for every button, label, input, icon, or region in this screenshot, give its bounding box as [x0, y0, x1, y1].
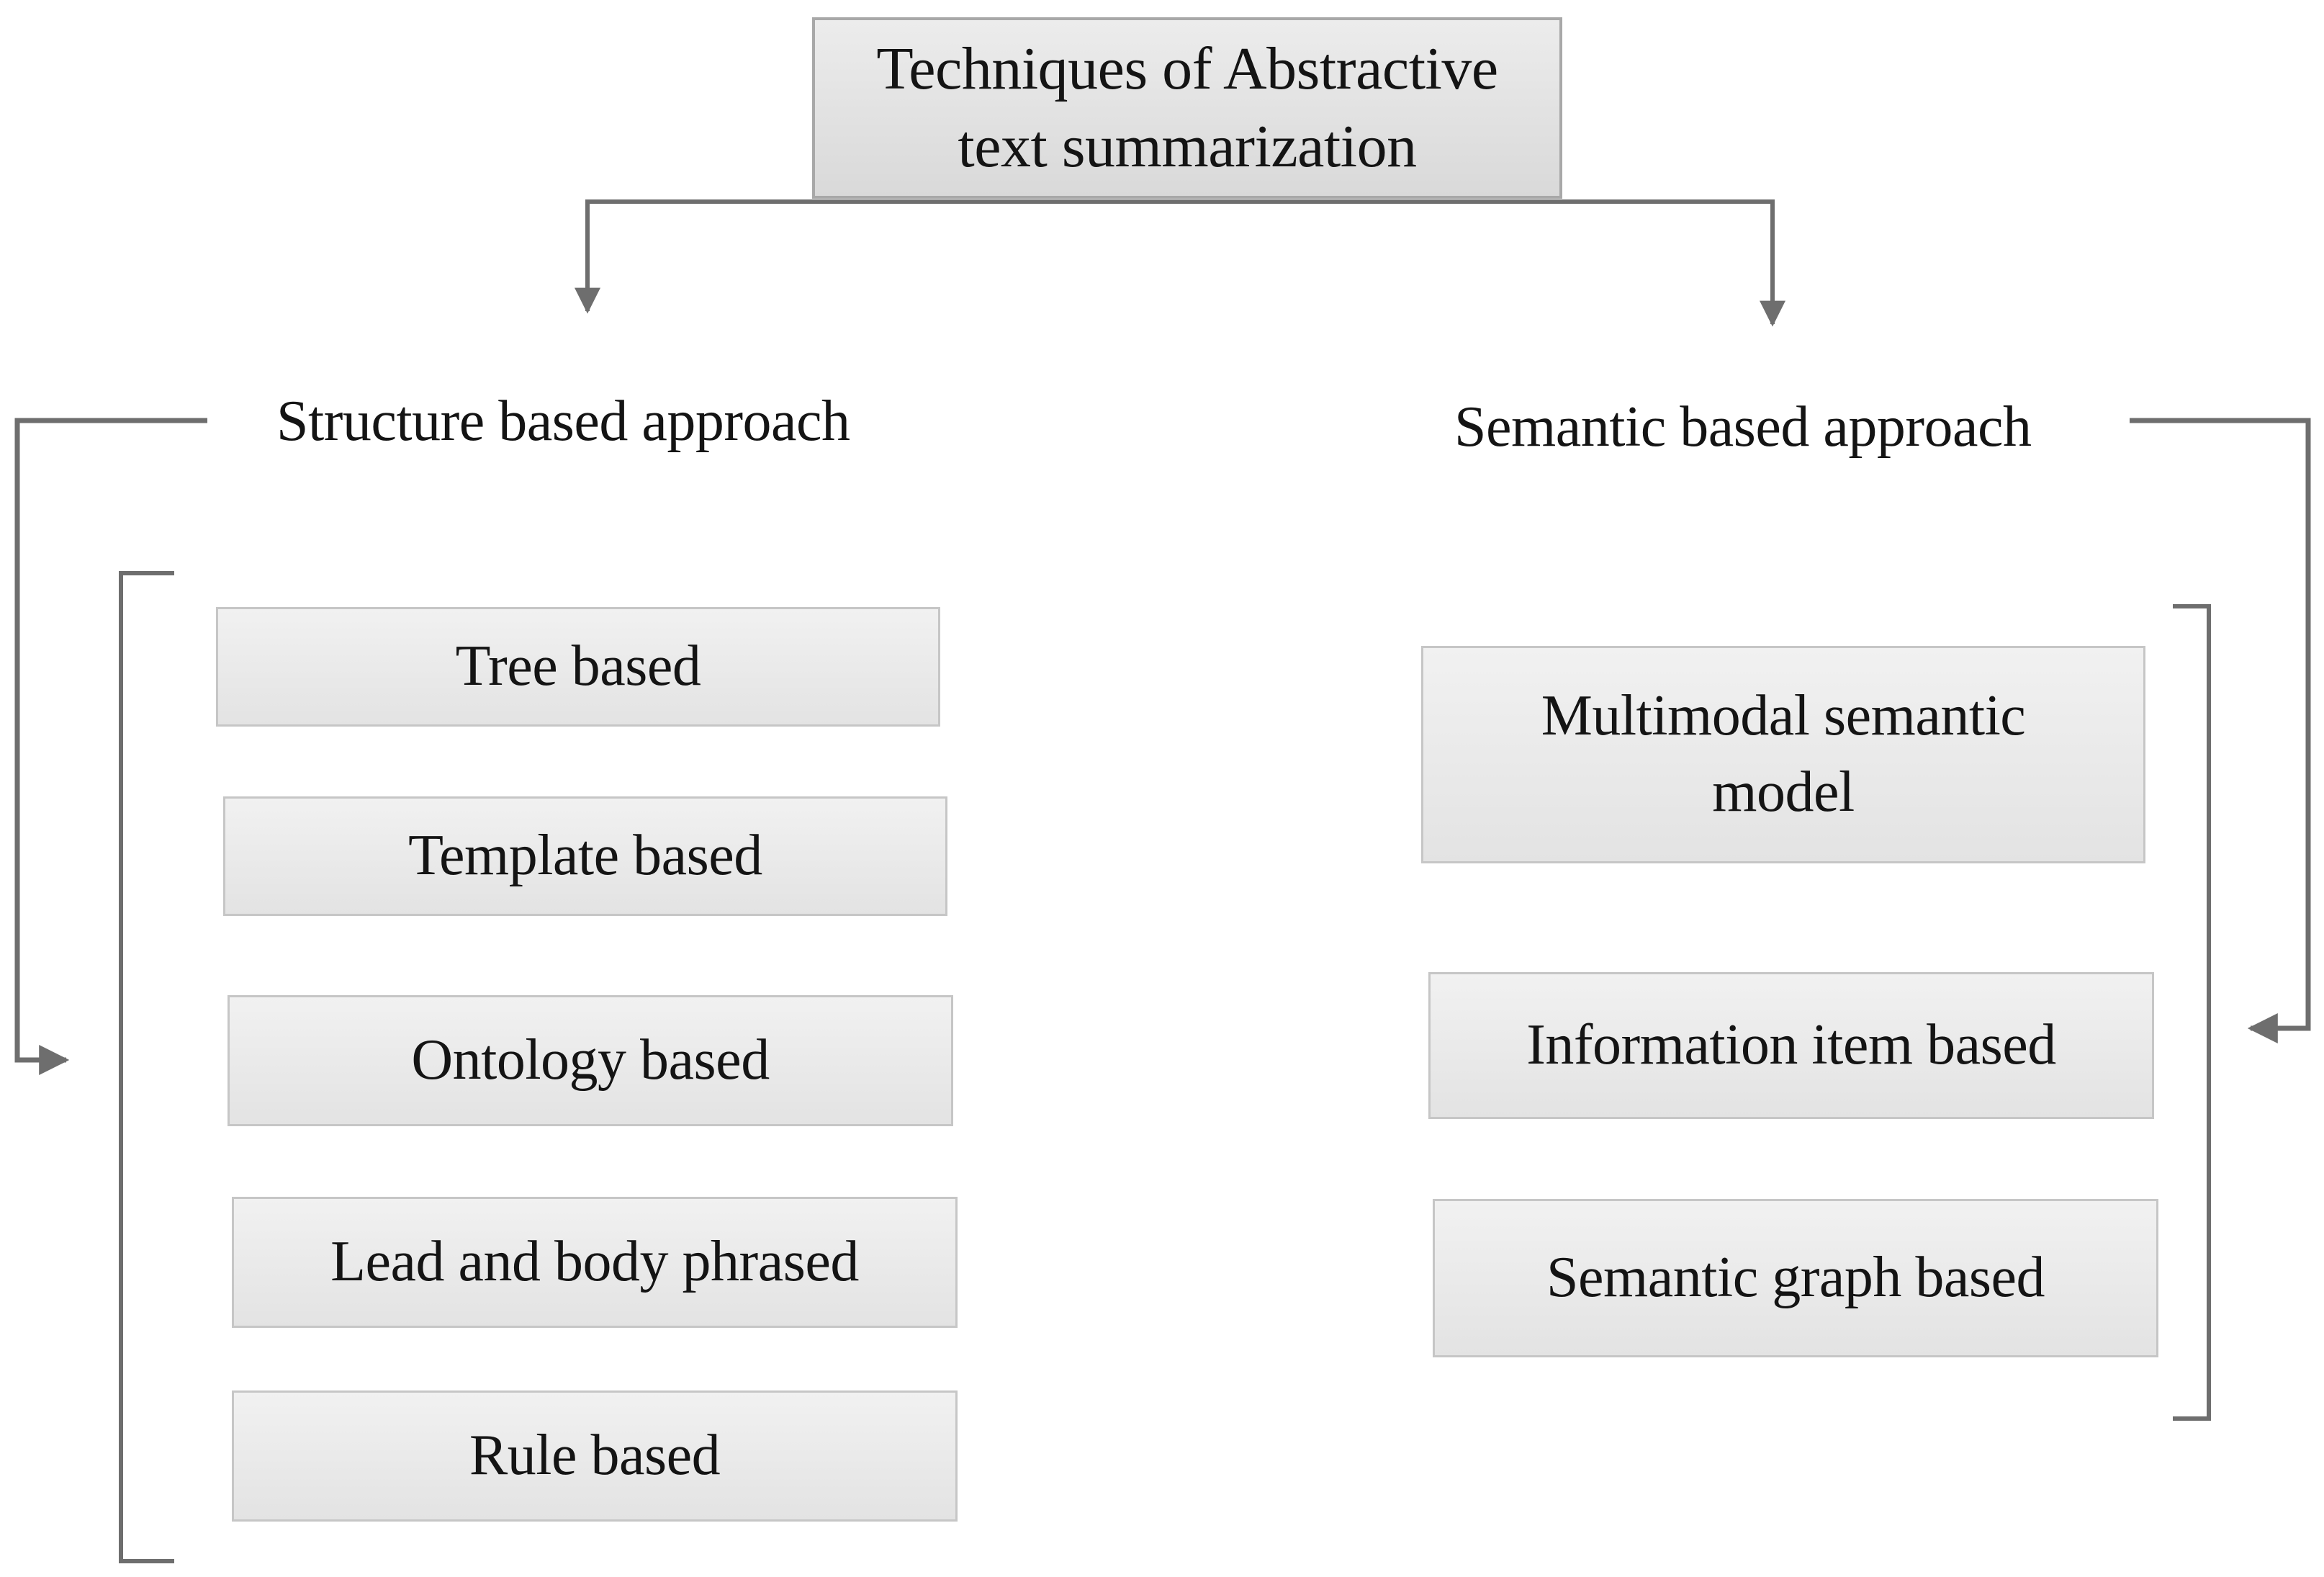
information-item-based-label: Information item based	[1526, 1013, 2056, 1077]
root-node: Techniques of Abstractive text summariza…	[812, 17, 1562, 199]
semantic-graph-based-label: Semantic graph based	[1546, 1246, 2045, 1310]
semantic-approach-label: Semantic based approach	[1454, 395, 2032, 459]
rule-based-label: Rule based	[469, 1424, 721, 1488]
semantic-group-bracket	[2173, 604, 2211, 1421]
lead-and-body-phrased-label: Lead and body phrased	[330, 1230, 859, 1294]
multimodal-label-line1: Multimodal semantic	[1541, 684, 2026, 748]
rule-based-node: Rule based	[232, 1390, 958, 1522]
root-label-line1: Techniques of Abstractive	[876, 35, 1498, 103]
multimodal-semantic-model-node: Multimodal semantic model	[1421, 646, 2145, 863]
structure-loop-arrow	[14, 418, 207, 1075]
template-based-node: Template based	[223, 796, 947, 916]
lead-and-body-phrased-node: Lead and body phrased	[232, 1197, 958, 1328]
root-to-semantic-arrow	[1123, 199, 1785, 327]
ontology-based-label: Ontology based	[411, 1028, 770, 1092]
semantic-graph-based-node: Semantic graph based	[1433, 1199, 2158, 1357]
semantic-loop-arrow	[2130, 418, 2311, 1043]
multimodal-label-line2: model	[1712, 760, 1855, 824]
root-to-structure-arrow	[575, 199, 1123, 314]
template-based-label: Template based	[408, 824, 762, 888]
root-label-line2: text summarization	[958, 113, 1417, 180]
structure-group-bracket	[119, 571, 174, 1563]
ontology-based-node: Ontology based	[228, 995, 953, 1126]
tree-based-label: Tree based	[455, 634, 701, 698]
tree-based-node: Tree based	[216, 607, 940, 727]
information-item-based-node: Information item based	[1428, 972, 2154, 1119]
structure-approach-label: Structure based approach	[276, 390, 850, 453]
